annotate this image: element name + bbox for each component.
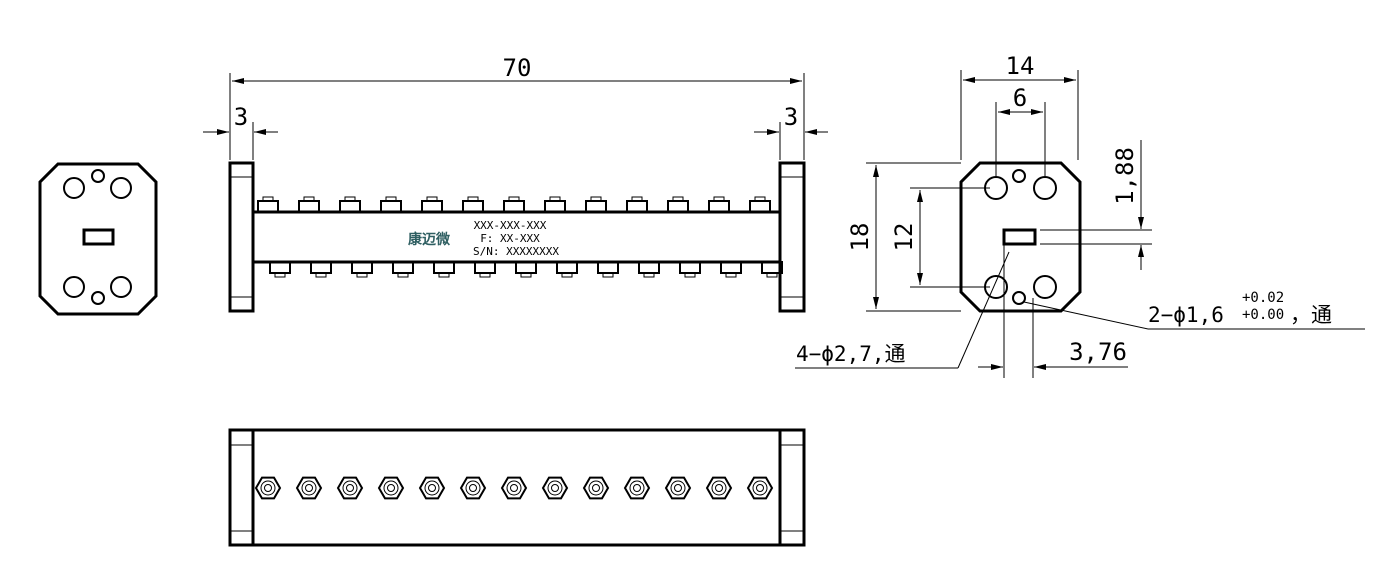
pin-hole	[1012, 291, 1026, 305]
tuning-screw	[257, 196, 279, 213]
left-end-view	[38, 162, 158, 316]
tuning-screw	[626, 196, 648, 213]
hex-nut	[500, 476, 528, 500]
tuning-screw	[544, 196, 566, 213]
dim-hole-spacing-x-text: 6	[1013, 84, 1027, 112]
tuning-screw	[597, 261, 619, 278]
tuning-screw	[679, 261, 701, 278]
tuning-screw	[761, 261, 783, 278]
hex-nut	[336, 476, 364, 500]
mounting-hole	[1033, 176, 1057, 200]
callout-mounting-holes: 4−ϕ2,7,通	[795, 251, 1010, 369]
tuning-screw	[392, 261, 414, 278]
dim-hole-spacing-x: 6	[995, 84, 1046, 176]
dim-height: 18	[846, 162, 961, 312]
dim-height-text: 18	[846, 223, 874, 252]
dim-hole-spacing-y-text: 12	[890, 223, 918, 252]
mounting-hole	[63, 177, 85, 199]
dim-length: 70	[229, 54, 805, 160]
pin-hole	[91, 169, 105, 183]
dim-pin-offset: 3,76	[978, 244, 1128, 378]
tuning-screw	[310, 261, 332, 278]
tuning-screw	[638, 261, 660, 278]
bottom-tuning-screws	[269, 261, 783, 278]
tuning-screw	[667, 196, 689, 213]
part-number: XXX-XXX-XXX	[474, 219, 547, 232]
tuning-screw	[515, 261, 537, 278]
dim-length-text: 70	[503, 54, 532, 82]
tuning-screw	[585, 196, 607, 213]
flange-outline	[38, 162, 158, 316]
mounting-hole	[110, 177, 132, 199]
tuning-screw	[749, 196, 771, 213]
pin-hole	[1012, 169, 1026, 183]
top-tuning-screws	[257, 196, 771, 213]
label-plate: 康迈微 XXX-XXX-XXX F: XX-XXX S/N: XXXXXXXX	[408, 219, 559, 258]
front-view: 康迈微 XXX-XXX-XXX F: XX-XXX S/N: XXXXXXXX …	[203, 54, 828, 313]
hex-nut	[418, 476, 446, 500]
callout-mounting-holes-text: 4−ϕ2,7,通	[796, 342, 906, 366]
tuning-screw	[503, 196, 525, 213]
tuning-screw-nuts	[254, 476, 774, 500]
hex-nut	[623, 476, 651, 500]
callout-pin-holes-text: 2−ϕ1,6	[1148, 303, 1224, 327]
hex-nut	[459, 476, 487, 500]
hex-nut	[664, 476, 692, 500]
serial-number: S/N: XXXXXXXX	[473, 245, 559, 258]
mounting-hole	[1033, 275, 1057, 299]
tuning-screw	[433, 261, 455, 278]
callout-pin-holes-tol-upper: +0.02	[1242, 290, 1284, 306]
tuning-screw	[708, 196, 730, 213]
callout-pin-holes-suffix: ，通	[1290, 303, 1332, 327]
tuning-screw	[339, 196, 361, 213]
mounting-hole	[63, 276, 85, 298]
dim-slot-height-text: 1,88	[1111, 147, 1139, 205]
hex-nut	[582, 476, 610, 500]
tuning-screw	[474, 261, 496, 278]
tuning-screw	[421, 196, 443, 213]
dim-right-flange-text: 3	[784, 103, 798, 131]
waveguide-aperture	[1002, 228, 1037, 246]
brand-label: 康迈微	[408, 231, 451, 248]
dim-slot-height: 1,88	[1040, 140, 1152, 270]
right-flange	[778, 161, 806, 313]
waveguide-aperture	[82, 228, 115, 246]
tuning-screw	[462, 196, 484, 213]
hex-nut	[705, 476, 733, 500]
top-view	[228, 428, 806, 547]
tuning-screw	[380, 196, 402, 213]
tuning-screw	[556, 261, 578, 278]
hex-nut	[541, 476, 569, 500]
tuning-screw	[720, 261, 742, 278]
tuning-screw	[269, 261, 291, 278]
pin-hole	[91, 291, 105, 305]
right-end-view: 14 6 18 12 1,88	[795, 52, 1365, 378]
mounting-hole	[110, 276, 132, 298]
hex-nut	[254, 476, 282, 500]
top-body	[228, 428, 806, 547]
hex-nut	[295, 476, 323, 500]
tuning-screw	[298, 196, 320, 213]
dim-left-flange: 3	[203, 103, 278, 160]
dim-width-text: 14	[1006, 52, 1035, 80]
dim-pin-offset-text: 3,76	[1069, 338, 1127, 366]
dim-left-flange-text: 3	[234, 103, 248, 131]
callout-pin-holes-tol-lower: +0.00	[1242, 307, 1284, 323]
callout-pin-holes: 2−ϕ1,6 +0.02 +0.00 ，通	[1023, 290, 1365, 330]
frequency-label: F: XX-XXX	[480, 232, 540, 245]
left-flange	[228, 161, 255, 313]
hex-nut	[377, 476, 405, 500]
dim-right-flange: 3	[754, 103, 828, 160]
hex-nut	[746, 476, 774, 500]
tuning-screw	[351, 261, 373, 278]
dim-width: 14	[960, 52, 1079, 160]
dim-hole-spacing-y: 12	[890, 187, 990, 288]
flange-outline	[959, 161, 1082, 313]
